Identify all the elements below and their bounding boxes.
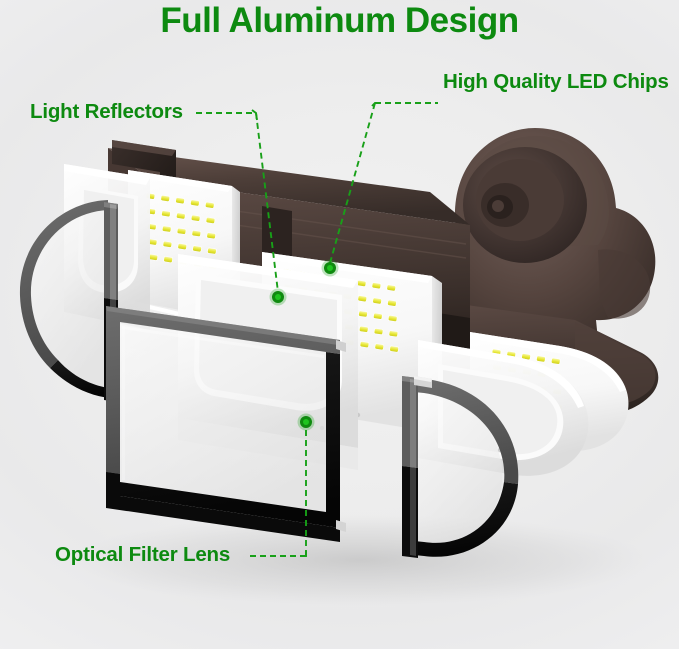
marker-light-reflectors <box>269 288 287 306</box>
center-lens-frame <box>106 306 346 542</box>
left-lens-glass <box>27 206 105 388</box>
right-lens-glass <box>418 392 503 543</box>
left-lens-frame-lower <box>50 360 110 398</box>
callout-label-high-quality-led-chips: High Quality LED Chips <box>443 70 669 93</box>
marker-optical-filter-lens <box>297 413 315 431</box>
leader-light-reflectors-diagonal <box>255 112 279 293</box>
marker-led-chips <box>321 259 339 277</box>
center-lens-glass <box>118 322 326 512</box>
callout-leaders <box>196 102 438 557</box>
page-title: Full Aluminum Design <box>160 1 519 40</box>
housing-top-face <box>108 148 470 225</box>
left-lens-frame <box>19 200 118 402</box>
drop-shadow <box>70 514 650 606</box>
callout-label-light-reflectors: Light Reflectors <box>30 100 183 123</box>
left-lens-frame-upper <box>19 200 108 368</box>
right-lens-frame-upper <box>414 378 519 484</box>
right-lens-frame-lower <box>414 482 518 557</box>
callout-markers <box>269 259 339 431</box>
callout-label-optical-filter-lens: Optical Filter Lens <box>55 543 231 566</box>
leader-led-chips-diagonal <box>329 102 376 264</box>
center-lens-frame-upper <box>106 306 340 474</box>
right-lens-frame <box>402 376 519 558</box>
mount-hub <box>455 128 656 360</box>
